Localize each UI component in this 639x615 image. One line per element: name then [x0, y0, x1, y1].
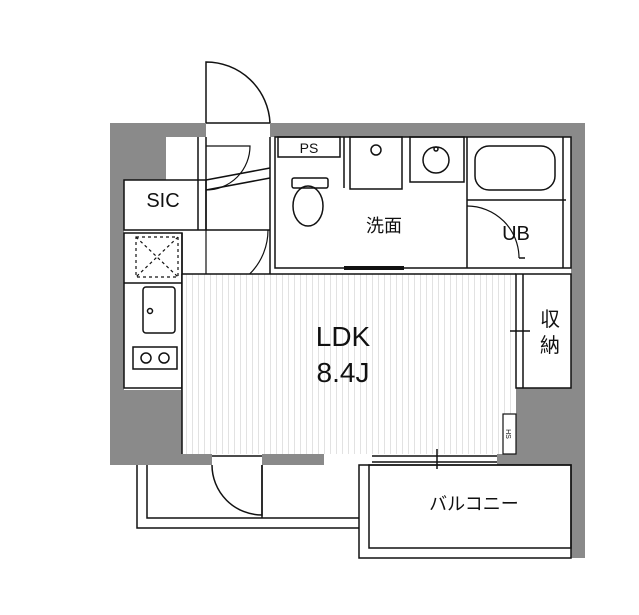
ub-label: UB: [502, 223, 530, 245]
entrance-door: [205, 61, 271, 124]
bath-block: [274, 136, 572, 270]
storage-closet: [510, 273, 572, 389]
washbasin: [409, 136, 465, 183]
exterior-walls: [110, 123, 585, 558]
storage-label-line2: 納: [540, 334, 560, 357]
refrigerator-space: [135, 236, 179, 278]
storage-label-line1: 収: [540, 308, 560, 331]
rear-door: [211, 455, 263, 516]
entrance-area: [123, 137, 271, 295]
meter-box: [502, 413, 517, 455]
kitchen-sink: [142, 286, 176, 334]
outdoor-area: [136, 465, 359, 529]
kitchen: [123, 232, 183, 390]
washroom-label: 洗面: [366, 216, 402, 236]
ps-label: PS: [300, 140, 319, 156]
ldk-name-label: LDK: [316, 321, 371, 352]
balcony: [358, 464, 572, 559]
toilet-bowl: [292, 185, 324, 227]
stove: [132, 346, 178, 370]
ldk-floor: [182, 274, 516, 454]
bathtub: [474, 145, 556, 191]
meter-label: HS: [504, 429, 511, 439]
sic-label: SIC: [146, 190, 179, 212]
ldk-walls: [181, 273, 516, 454]
ldk-size-label: 8.4J: [317, 357, 370, 388]
balcony-label: バルコニー: [429, 494, 519, 514]
washer-pan: [349, 136, 403, 190]
toilet-tank: [291, 177, 329, 189]
